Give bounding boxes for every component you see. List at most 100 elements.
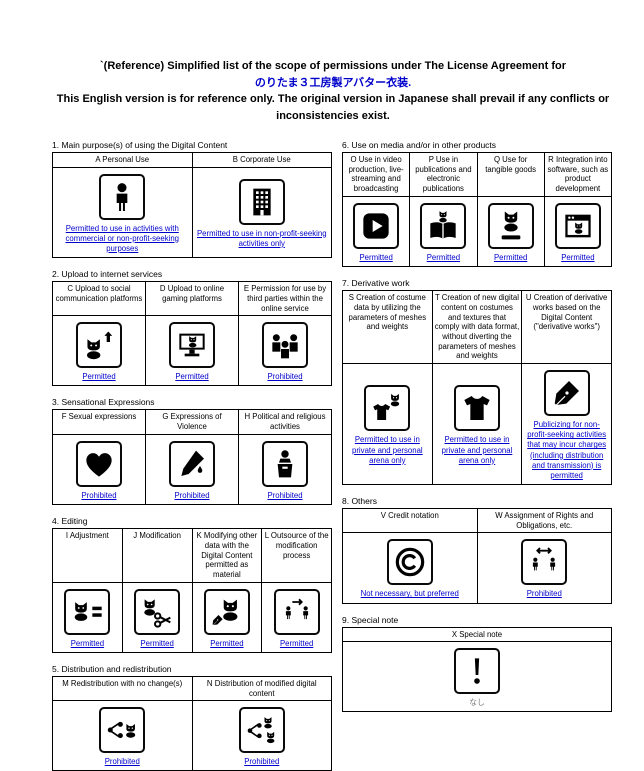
right-column: 6. Use on media and/or in other products… — [341, 140, 613, 713]
section-title: 5. Distribution and redistribution — [52, 663, 172, 674]
status-text-m: Prohibited — [104, 757, 140, 767]
status-text-v: Not necessary, but preferred — [360, 589, 459, 599]
heart-icon — [76, 440, 122, 487]
license-permission-sheet: `(Reference) Simplified list of the scop… — [52, 58, 614, 771]
item-label-u: U Creation of derivative works based on … — [521, 290, 612, 365]
item-label-a: A Personal Use — [52, 152, 193, 168]
figurine-icon — [487, 202, 534, 249]
section-derivative-work: 7. Derivative work S Creation of costume… — [342, 278, 612, 485]
item-label-d: D Upload to online gaming platforms — [145, 281, 239, 317]
status-text-t: Permitted to use in private and personal… — [441, 435, 513, 465]
media-products-table: O Use in video production, live-streamin… — [341, 152, 613, 268]
item-label-s: S Creation of costume data by utilizing … — [342, 290, 433, 365]
editing-table: I Adjustment J Modification K Modifying … — [52, 528, 332, 653]
monitor-cat-icon — [169, 322, 215, 369]
status-text-a: Permitted to use in activities with comm… — [65, 223, 180, 253]
cat-adjust-icon — [64, 588, 111, 635]
document-title-line1: `(Reference) Simplified list of the scop… — [100, 60, 566, 72]
item-label-p: P Use in publications and electronic pub… — [409, 152, 478, 197]
section-title: 9. Special note — [342, 614, 399, 625]
section-editing: 4. Editing I Adjustment J Modification K… — [52, 516, 332, 653]
status-text-k: Permitted — [210, 638, 244, 648]
item-label-v: V Credit notation — [342, 507, 478, 534]
item-label-t: T Creation of new digital content on cos… — [431, 290, 523, 365]
section-main-purpose: 1. Main purpose(s) of using the Digital … — [52, 140, 332, 259]
costume-cat-icon — [364, 385, 411, 432]
status-text-b: Permitted to use in non-profit-seeking a… — [196, 228, 327, 248]
document-subtitle: This English version is for reference on… — [56, 93, 610, 122]
status-text-o: Permitted — [359, 252, 393, 262]
group-icon — [262, 322, 308, 369]
item-label-r: R Integration into software, such as pro… — [543, 152, 613, 197]
section-title: 8. Others — [342, 495, 377, 506]
distribution-table: M Redistribution with no change(s) N Dis… — [52, 675, 332, 771]
shirt-icon — [453, 385, 500, 432]
section-others: 8. Others V Credit notation W Assignment… — [342, 496, 612, 604]
item-label-k: K Modifying other data with the Digital … — [191, 528, 263, 583]
status-text-f: Prohibited — [81, 490, 117, 500]
section-sensational-expressions: 3. Sensational Expressions F Sexual expr… — [52, 397, 332, 506]
book-cat-icon — [420, 202, 467, 249]
item-label-e: E Permission for use by third parties wi… — [238, 281, 332, 317]
cat-material-icon — [203, 588, 250, 635]
section-special-note: 9. Special note X Special note なし — [342, 615, 612, 713]
status-text-u: Publicizing for non-profit-seeking activ… — [527, 420, 607, 480]
item-label-f: F Sexual expressions — [52, 409, 146, 435]
cat-scissors-icon — [134, 588, 181, 635]
section-title: 6. Use on media and/or in other products — [342, 140, 497, 150]
status-text-w: Prohibited — [526, 589, 562, 599]
item-label-l: L Outsource of the modification process — [261, 528, 332, 583]
item-label-x: X Special note — [342, 626, 612, 643]
section-title: 1. Main purpose(s) of using the Digital … — [52, 140, 228, 150]
status-text-x: なし — [469, 698, 485, 708]
section-title: 3. Sensational Expressions — [52, 397, 155, 408]
person-icon — [99, 173, 146, 220]
status-text-p: Permitted — [426, 252, 461, 262]
item-label-g: G Expressions of Violence — [145, 409, 239, 435]
status-text-d: Permitted — [175, 372, 209, 382]
status-text-g: Prohibited — [174, 490, 210, 500]
status-text-r: Permitted — [561, 252, 595, 262]
item-label-i: I Adjustment — [52, 528, 123, 583]
share-cats-icon — [238, 707, 285, 754]
item-label-q: Q Use for tangible goods — [476, 152, 545, 197]
people-exchange-icon — [521, 539, 568, 586]
item-label-j: J Modification — [121, 528, 193, 583]
outsource-icon — [273, 588, 320, 635]
upload-internet-table: C Upload to social communication platfor… — [52, 281, 332, 387]
status-text-l: Permitted — [279, 638, 314, 648]
status-text-h: Prohibited — [267, 490, 303, 500]
document-header: `(Reference) Simplified list of the scop… — [52, 58, 614, 124]
item-label-o: O Use in video production, live-streamin… — [341, 152, 411, 197]
podium-icon — [262, 440, 308, 487]
building-icon — [238, 178, 285, 225]
item-label-h: H Political and religious activities — [238, 409, 332, 435]
others-table: V Credit notation W Assignment of Rights… — [342, 507, 612, 604]
status-text-i: Permitted — [70, 638, 105, 648]
item-label-w: W Assignment of Rights and Obligations, … — [476, 507, 612, 534]
content-columns: 1. Main purpose(s) of using the Digital … — [52, 140, 614, 771]
main-purpose-table: A Personal Use B Corporate Use Permitted… — [52, 152, 332, 259]
section-title: 2. Upload to internet services — [52, 269, 163, 280]
knife-icon — [169, 440, 215, 487]
exclamation-icon — [454, 648, 500, 695]
sensational-expressions-table: F Sexual expressions G Expressions of Vi… — [52, 409, 332, 506]
item-label-b: B Corporate Use — [191, 152, 332, 168]
copyright-icon — [386, 539, 433, 586]
software-window-icon — [554, 202, 601, 249]
item-label-n: N Distribution of modified digital conte… — [191, 675, 332, 702]
document-title-japanese: のりたま３工房製アバター衣装. — [254, 76, 412, 89]
status-text-e: Prohibited — [267, 372, 303, 382]
section-upload-internet: 2. Upload to internet services C Upload … — [52, 269, 332, 387]
special-note-table: X Special note なし — [342, 626, 612, 713]
status-text-c: Permitted — [82, 372, 116, 382]
status-text-n: Prohibited — [244, 757, 280, 767]
status-text-j: Permitted — [140, 638, 174, 648]
share-cat-icon — [99, 707, 146, 754]
item-label-c: C Upload to social communication platfor… — [52, 281, 146, 317]
status-text-q: Permitted — [493, 252, 528, 262]
pen-icon — [543, 370, 590, 417]
status-text-s: Permitted to use in private and personal… — [352, 435, 423, 465]
section-title: 7. Derivative work — [342, 278, 410, 289]
video-play-icon — [353, 202, 400, 249]
